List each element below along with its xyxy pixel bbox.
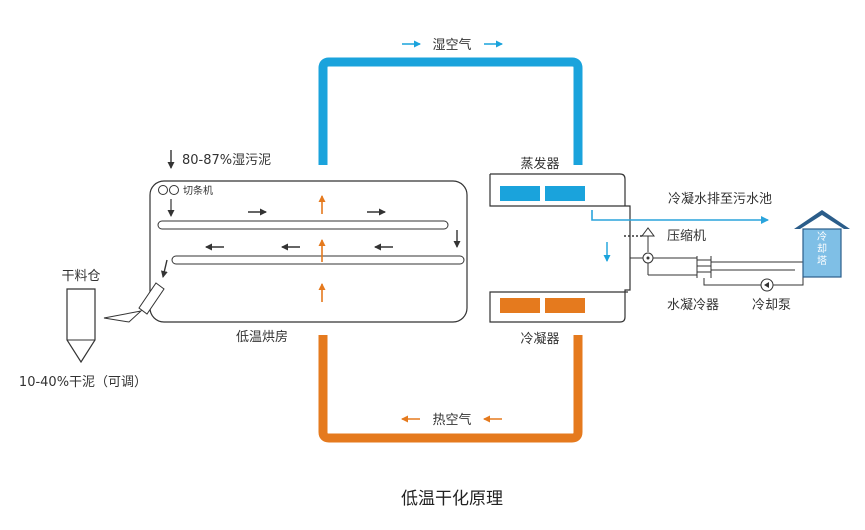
dry-sludge-label: 10-40%干泥（可调）	[19, 375, 147, 390]
arrow-down-icon	[160, 259, 168, 278]
condenser-coil-1	[500, 298, 540, 313]
cooling-pump-label: 冷却泵	[752, 298, 791, 313]
pump-arrow	[764, 282, 769, 288]
heat-pump-housing	[489, 173, 631, 323]
cooling-tower-label: 冷	[817, 230, 827, 243]
upper-conveyor	[157, 220, 449, 230]
water-condenser-label: 水凝冷器	[667, 297, 719, 313]
cooling-water-loop	[703, 261, 804, 286]
humid-air-label-group: 湿空气	[402, 37, 503, 53]
drain-label: 冷凝水排至污水池	[668, 191, 772, 207]
hot-air-label-group: 热空气	[401, 412, 502, 428]
dry-silo-label: 干料仓	[61, 269, 100, 284]
roller-icon	[169, 185, 179, 195]
humid-air-duct	[318, 57, 583, 165]
cooling-tower-label-3: 塔	[817, 254, 827, 267]
cooling-tower	[802, 228, 842, 278]
dryer-room-label: 低温烘房	[236, 329, 288, 345]
cooling-tower-label-2: 却	[817, 243, 827, 255]
compressor-symbol	[641, 227, 655, 237]
dry-silo	[66, 288, 96, 364]
wet-sludge-label: 80-87%湿污泥	[182, 153, 271, 168]
condenser-coil-2	[545, 298, 585, 313]
cutter-label: 切条机	[183, 184, 213, 197]
hot-air-label: 热空气	[432, 412, 471, 428]
evaporator-label: 蒸发器	[520, 156, 559, 172]
drain-line	[591, 210, 769, 224]
cooling-tower-roof	[794, 210, 850, 229]
lower-conveyor	[171, 255, 465, 265]
compressor-label: 压缩机	[667, 228, 706, 244]
discharge-chute	[103, 282, 165, 323]
expansion-valve-core	[646, 256, 650, 260]
evaporator-coil-1	[500, 186, 540, 201]
condenser-label: 冷凝器	[520, 331, 559, 347]
water-condenser	[696, 256, 712, 278]
dryer-room	[149, 180, 468, 323]
humid-air-label: 湿空气	[432, 37, 471, 53]
roller-icon	[158, 185, 168, 195]
evaporator-coil-2	[545, 186, 585, 201]
hot-air-duct	[318, 335, 583, 443]
diagram-caption: 低温干化原理	[401, 489, 503, 509]
